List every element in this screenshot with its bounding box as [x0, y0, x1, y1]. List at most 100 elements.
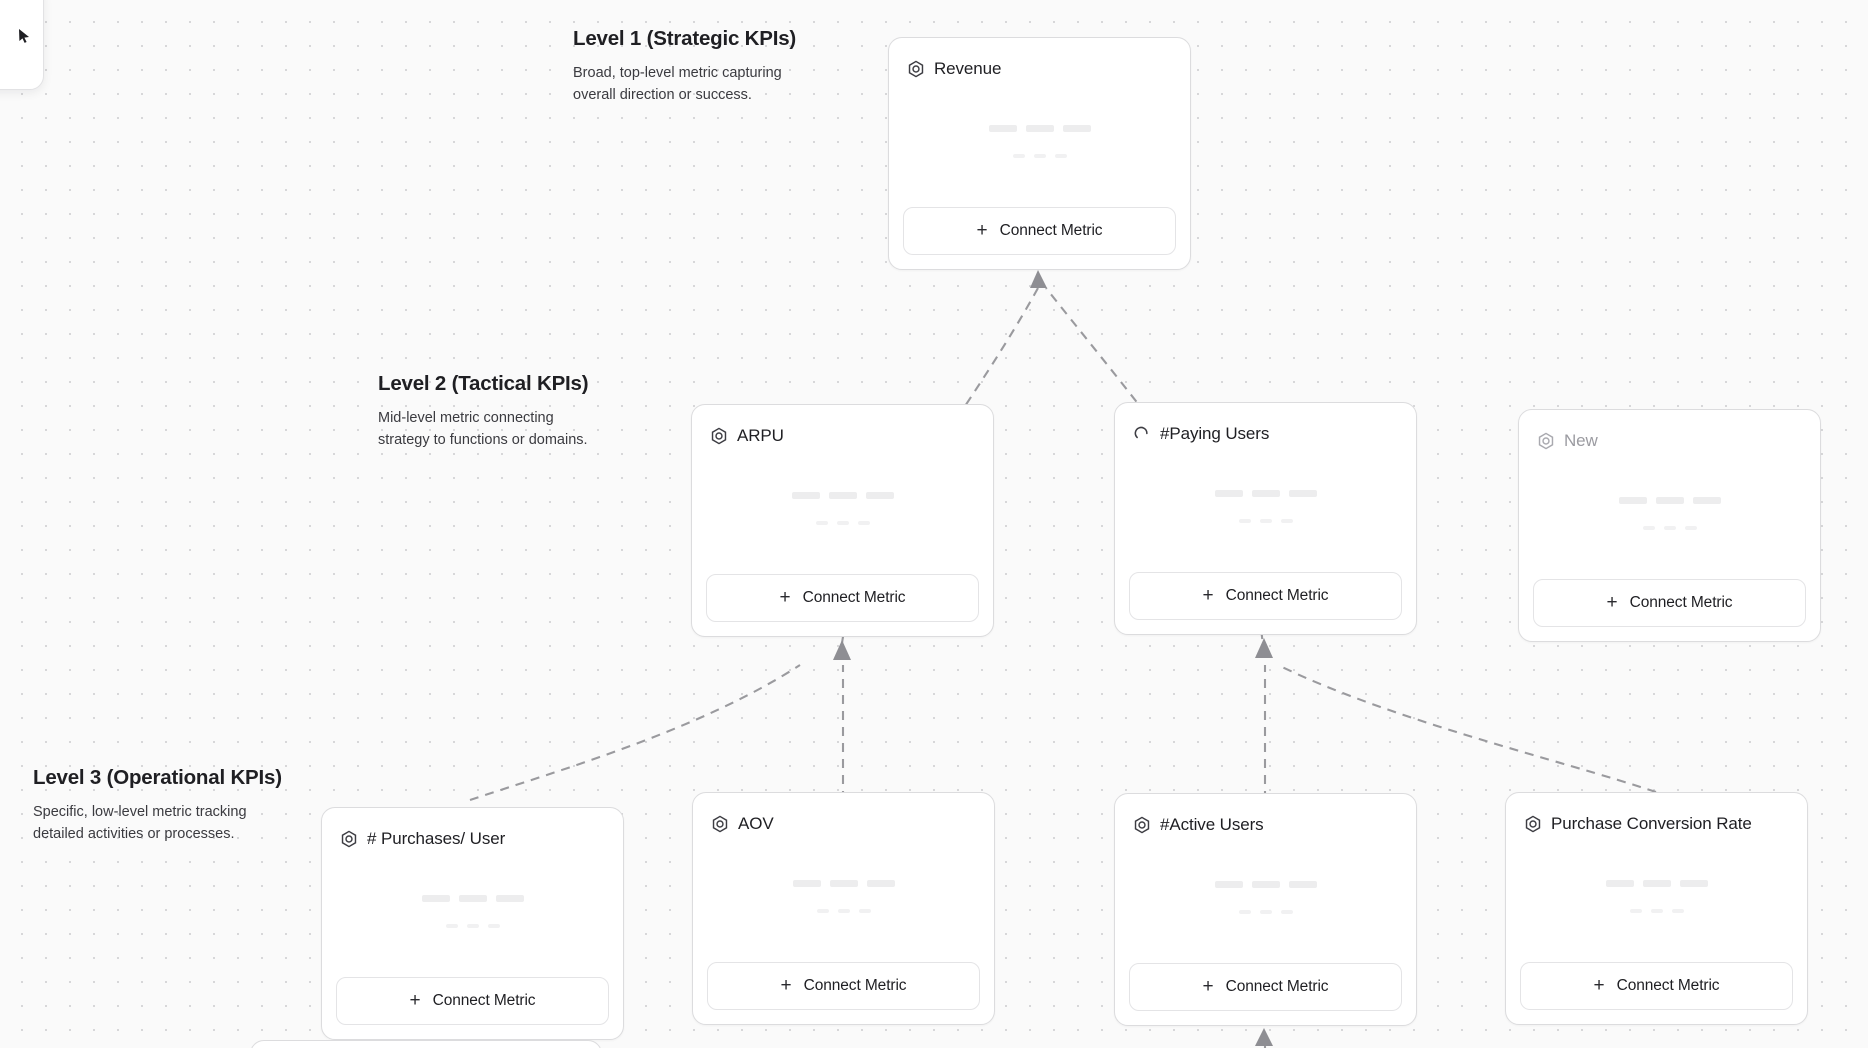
metric-card-active-users[interactable]: #Active Users + Connect Metric [1114, 793, 1417, 1026]
metric-card-title: New [1564, 431, 1598, 450]
skeleton-bar [836, 521, 849, 525]
connect-metric-label: Connect Metric [1616, 977, 1720, 994]
skeleton-bar [1251, 490, 1280, 497]
connect-metric-button[interactable]: + Connect Metric [1520, 962, 1793, 1010]
metric-card-title: #Paying Users [1160, 424, 1270, 443]
metric-card-header: ARPU [706, 419, 979, 449]
skeleton-bar [792, 880, 821, 887]
metric-card-new[interactable]: New + Connect Metric [1518, 409, 1821, 642]
metric-card-header: AOV [707, 807, 980, 837]
skeleton-bar [1251, 881, 1280, 888]
connect-metric-button[interactable]: + Connect Metric [1129, 963, 1402, 1011]
connect-metric-button[interactable]: + Connect Metric [336, 977, 609, 1025]
skeleton-bar [421, 895, 450, 902]
skeleton-bar [1025, 125, 1054, 132]
plus-icon: + [1202, 584, 1214, 606]
skeleton-bar [1684, 526, 1697, 530]
metric-card-header: # Purchases/ User [336, 822, 609, 852]
metric-card-partial-offscreen[interactable] [250, 1040, 602, 1048]
level-2-title: Level 2 (Tactical KPIs) [378, 372, 589, 395]
level-1-title: Level 1 (Strategic KPIs) [573, 27, 797, 50]
level-1-label-block: Level 1 (Strategic KPIs) Broad, top-leve… [573, 26, 796, 106]
metric-card-arpu[interactable]: ARPU + Connect Metric [691, 404, 994, 637]
skeleton-row-secondary [1629, 909, 1684, 913]
metric-card-skeleton-body [1129, 838, 1402, 963]
skeleton-bar [458, 895, 487, 902]
skeleton-bar [1280, 910, 1293, 914]
skeleton-bar [865, 492, 894, 499]
metric-card-title: Purchase Conversion Rate [1551, 814, 1752, 833]
skeleton-bar [1629, 909, 1642, 913]
level-3-desc-line-2: detailed activities or processes. [33, 825, 235, 842]
skeleton-bar [1642, 880, 1671, 887]
skeleton-bar [1214, 881, 1243, 888]
metric-card-purchases-per-user[interactable]: # Purchases/ User + Connect Metric [321, 807, 624, 1040]
plus-icon: + [1593, 974, 1605, 996]
skeleton-row-secondary [1642, 526, 1697, 530]
skeleton-bar [816, 909, 829, 913]
skeleton-bar [1671, 909, 1684, 913]
metric-card-skeleton-body [1533, 454, 1806, 579]
floating-toolbar-panel[interactable] [0, 0, 44, 90]
plus-icon: + [1606, 591, 1618, 613]
skeleton-row-primary [988, 125, 1091, 132]
connect-metric-label: Connect Metric [1225, 587, 1329, 604]
skeleton-bar [988, 125, 1017, 132]
connect-metric-button[interactable]: + Connect Metric [903, 207, 1176, 255]
plus-icon: + [779, 586, 791, 608]
skeleton-row-primary [792, 880, 895, 887]
plus-icon: + [409, 989, 421, 1011]
skeleton-bar [1663, 526, 1676, 530]
skeleton-bar [495, 895, 524, 902]
arrowhead-revenue [1030, 270, 1047, 288]
skeleton-bar [1214, 490, 1243, 497]
metric-card-header: #Active Users [1129, 808, 1402, 838]
skeleton-row-primary [1618, 497, 1721, 504]
connect-metric-label: Connect Metric [1225, 978, 1329, 995]
skeleton-bar [1679, 880, 1708, 887]
metric-card-header: Purchase Conversion Rate [1520, 807, 1793, 837]
metric-card-header: New [1533, 424, 1806, 454]
skeleton-bar [1259, 910, 1272, 914]
connector-purchaseconv-to-payingusers [1277, 664, 1657, 793]
skeleton-row-primary [791, 492, 894, 499]
skeleton-row-secondary [1238, 910, 1293, 914]
hexagon-metric-icon [340, 830, 358, 848]
plus-icon: + [780, 974, 792, 996]
connect-metric-button[interactable]: + Connect Metric [707, 962, 980, 1010]
connect-metric-button[interactable]: + Connect Metric [1533, 579, 1806, 627]
level-3-title: Level 3 (Operational KPIs) [33, 766, 282, 789]
skeleton-bar [487, 924, 500, 928]
metric-card-skeleton-body [1129, 447, 1402, 572]
metric-card-header: Revenue [903, 52, 1176, 82]
metric-card-aov[interactable]: AOV + Connect Metric [692, 792, 995, 1025]
hexagon-metric-icon [710, 427, 728, 445]
level-1-desc-line-1: Broad, top-level metric capturing [573, 64, 782, 81]
arrowhead-bottom-stub [1255, 1028, 1273, 1046]
connect-metric-button[interactable]: + Connect Metric [1129, 572, 1402, 620]
skeleton-bar [866, 880, 895, 887]
connect-metric-label: Connect Metric [1629, 594, 1733, 611]
skeleton-bar [1012, 154, 1025, 158]
metric-card-skeleton-body [903, 82, 1176, 207]
arrowhead-payingusers [1255, 638, 1273, 658]
hexagon-metric-icon [711, 815, 729, 833]
hexagon-metric-icon [907, 60, 925, 78]
connect-metric-label: Connect Metric [802, 589, 906, 606]
skeleton-bar [445, 924, 458, 928]
connect-metric-button[interactable]: + Connect Metric [706, 574, 979, 622]
skeleton-bar [1642, 526, 1655, 530]
skeleton-bar [1605, 880, 1634, 887]
metric-card-title: ARPU [737, 426, 784, 445]
level-3-desc-line-1: Specific, low-level metric tracking [33, 803, 247, 820]
arrowhead-arpu [833, 640, 851, 660]
skeleton-row-primary [1214, 881, 1317, 888]
level-2-desc-line-2: strategy to functions or domains. [378, 431, 588, 448]
level-2-label-block: Level 2 (Tactical KPIs) Mid-level metric… [378, 371, 589, 451]
metric-card-paying-users[interactable]: #Paying Users + Connect Metric [1114, 402, 1417, 635]
metric-card-skeleton-body [706, 449, 979, 574]
metric-card-revenue[interactable]: Revenue + Connect Metric [888, 37, 1191, 270]
skeleton-bar [1288, 490, 1317, 497]
metric-card-purchase-conversion-rate[interactable]: Purchase Conversion Rate + Connect Metri… [1505, 792, 1808, 1025]
